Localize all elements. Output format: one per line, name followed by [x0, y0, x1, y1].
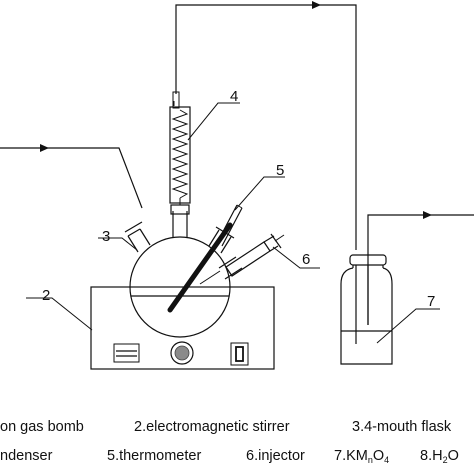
injector-syringe: [199, 233, 285, 285]
flask-body: [129, 236, 231, 338]
water-suffix: O: [448, 448, 459, 464]
legend-item-kmno4: 7.KMnO4: [334, 448, 389, 465]
water-sub-2: 2: [443, 455, 448, 465]
callout-label-4: 4: [230, 88, 238, 105]
callout-label-6: 6: [302, 251, 310, 268]
callout-label-5: 5: [276, 162, 284, 179]
legend-item-thermometer: 5.thermometer: [107, 448, 201, 464]
top-arrow-head: [312, 1, 321, 9]
callout-leaders: [26, 102, 440, 344]
gas-washing-bottle: [340, 254, 393, 365]
callout-label-2: 2: [42, 287, 50, 304]
water-prefix: 8.H: [420, 448, 443, 464]
legend-item-flask: 3.4-mouth flask: [352, 419, 452, 435]
four-mouth-flask: [124, 204, 243, 338]
legend: on gas bomb 2.electromagnetic stirrer 3.…: [0, 419, 459, 465]
outlet-arrow-head: [423, 211, 432, 219]
gas-inlet-line: [0, 144, 143, 209]
legend-item-stirrer: 2.electromagnetic stirrer: [134, 419, 290, 435]
flask-center-neck: [170, 204, 190, 238]
inlet-arrow-head: [40, 144, 49, 152]
thermometer: [216, 204, 243, 247]
stirrer-switch-icon: [113, 343, 140, 363]
stirrer-knob-icon: [170, 341, 194, 365]
kmno4-mid: O: [373, 448, 384, 464]
stirring-rod: [167, 222, 233, 313]
kmno4-sub-4: 4: [384, 455, 389, 465]
exhaust-tube: [175, 1, 357, 250]
flask-side-neck: [218, 256, 243, 280]
kmno4-prefix: 7.KM: [334, 448, 368, 464]
kmno4-sub-n: n: [368, 455, 373, 465]
stirrer-indicator-icon: [230, 342, 249, 366]
flask-left-neck: [124, 221, 151, 253]
reflux-condenser: [169, 91, 191, 205]
legend-item-condenser: ndenser: [0, 448, 53, 464]
electromagnetic-stirrer: [90, 286, 275, 370]
condenser-coil: [171, 109, 189, 199]
legend-item-injector: 6.injector: [246, 448, 305, 464]
callout-label-7: 7: [427, 293, 435, 310]
legend-item-water: 8.H2O: [420, 448, 459, 465]
callout-label-3: 3: [102, 228, 110, 245]
legend-item-gas-bomb: on gas bomb: [0, 419, 84, 435]
